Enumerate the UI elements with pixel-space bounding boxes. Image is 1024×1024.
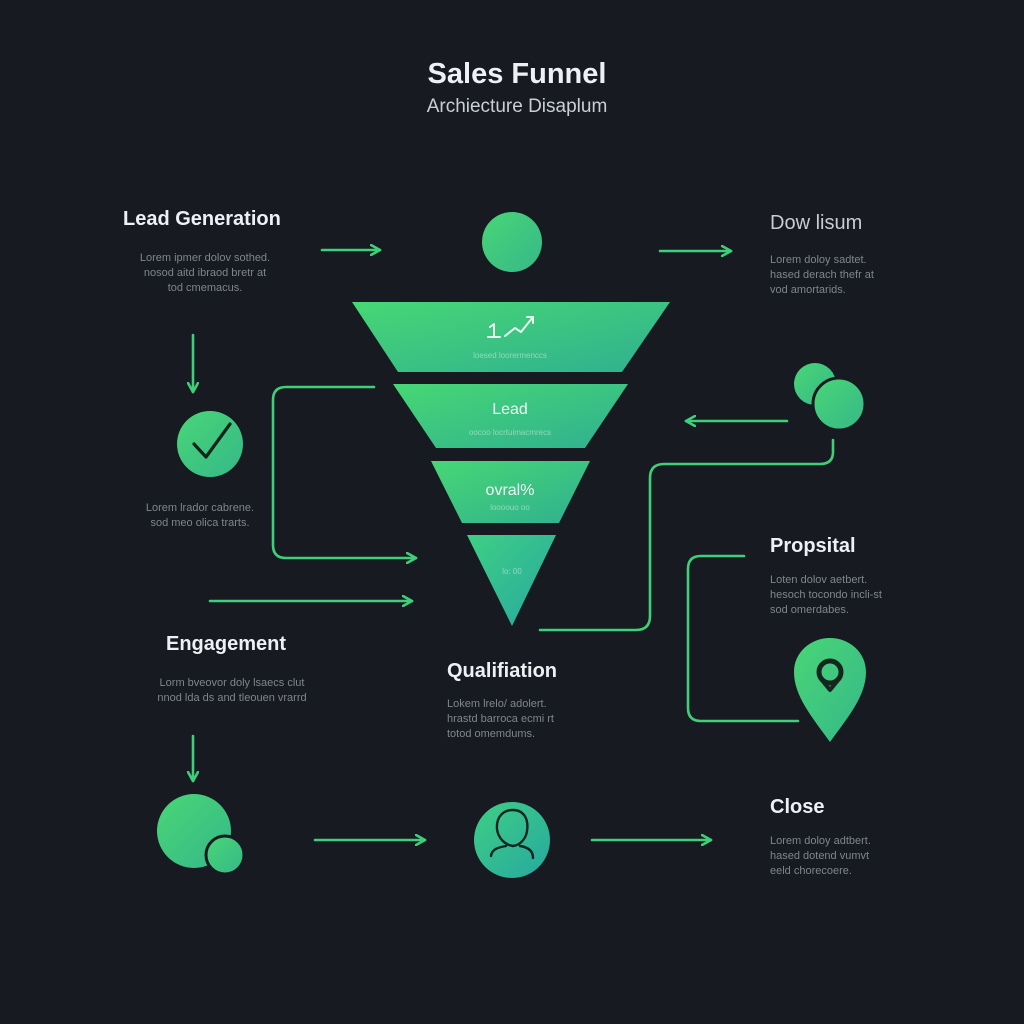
engagement-text: Lorm bveovor doly lsaecs clut nnod lda d…: [157, 677, 307, 704]
person-icon: [489, 808, 535, 860]
funnel-tier-4-caption: lo: 00: [502, 567, 522, 576]
funnel-tier-2-caption: oocoo locrtuimacmrecs: [468, 428, 552, 437]
proposal-label: Propsital: [770, 535, 856, 557]
connector-right-loop: [538, 438, 835, 632]
lead-generation-text: Lorem ipmer dolov sothed. nosod aitd ibr…: [139, 252, 271, 294]
top-circle-icon: [482, 212, 542, 272]
funnel-tier-1-caption: loesed loorermenccs: [473, 351, 547, 360]
connector-proposal-pin: [686, 554, 800, 723]
connector-left-loop: [271, 385, 418, 558]
dow-lisum-label: Dow lisum: [770, 212, 863, 234]
lead-generation-label: Lead Generation: [123, 208, 281, 230]
funnel-tier-3-caption: loooouo oo: [490, 503, 530, 512]
close-text: Lorem doloy adtbert. hased dotend vumvt …: [770, 835, 871, 877]
proposal-text: Loten dolov aetbert. hesoch tocondo incl…: [770, 574, 882, 616]
engagement-bubble-icon: [157, 794, 246, 876]
funnel-tier-3-label: ovral%: [485, 482, 535, 499]
funnel-tier-3: [431, 461, 590, 523]
funnel-tier-2-label: Lead: [492, 401, 528, 418]
checkmark-circle: [177, 411, 243, 477]
close-label: Close: [770, 796, 825, 818]
growth-chart-icon: [487, 316, 534, 338]
person-circle: [474, 802, 550, 878]
double-circle-icon: [794, 363, 867, 432]
funnel-tier-4: [467, 535, 556, 626]
checkmark-icon: [192, 422, 232, 459]
engagement-label: Engagement: [166, 633, 287, 655]
funnel-tier-2: [393, 384, 628, 448]
funnel-tier-1: [352, 302, 670, 372]
pin-mark: [819, 677, 841, 692]
page-subtitle: Archiecture Disaplum: [426, 96, 608, 117]
check-step-text: Lorem lrador cabrene. sod meo olica trar…: [145, 502, 255, 529]
page-title: Sales Funnel: [427, 58, 607, 90]
qualification-text: Lokem lrelo/ adolert. hrastd barroca ecm…: [447, 698, 554, 740]
dow-lisum-text: Lorem doloy sadtet. hased derach thefr a…: [770, 254, 874, 296]
pin-hole: [816, 658, 844, 686]
qualification-label: Qualifiation: [447, 660, 557, 682]
